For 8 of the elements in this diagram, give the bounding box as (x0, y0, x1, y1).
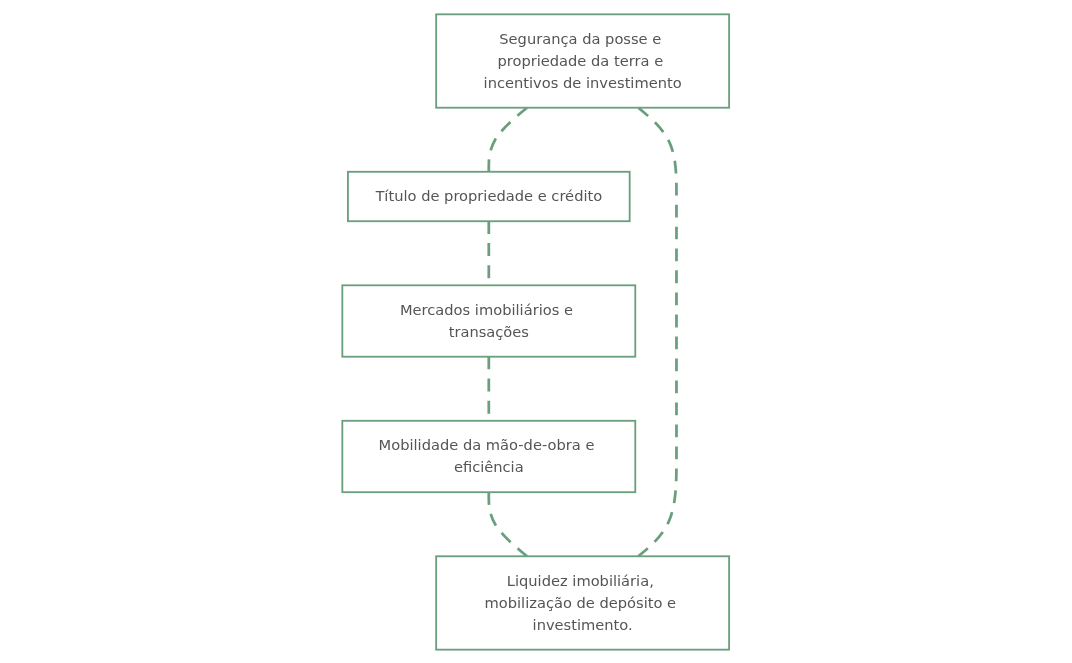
connector (637, 106, 679, 557)
node-box: Mercados imobiliários e transações (341, 283, 637, 358)
node-box: Liquidez imobiliária, mobilização de depósito e investimento. (435, 554, 731, 651)
node-box: Segurança da posse e propriedade da terra e incentivos de investimento (435, 12, 731, 109)
connector (487, 491, 529, 557)
node-box: Mobilidade da mão-de-obra e eficiência (341, 419, 637, 493)
node-box: Título de propriedade e crédito (347, 170, 631, 222)
connector (487, 106, 529, 172)
